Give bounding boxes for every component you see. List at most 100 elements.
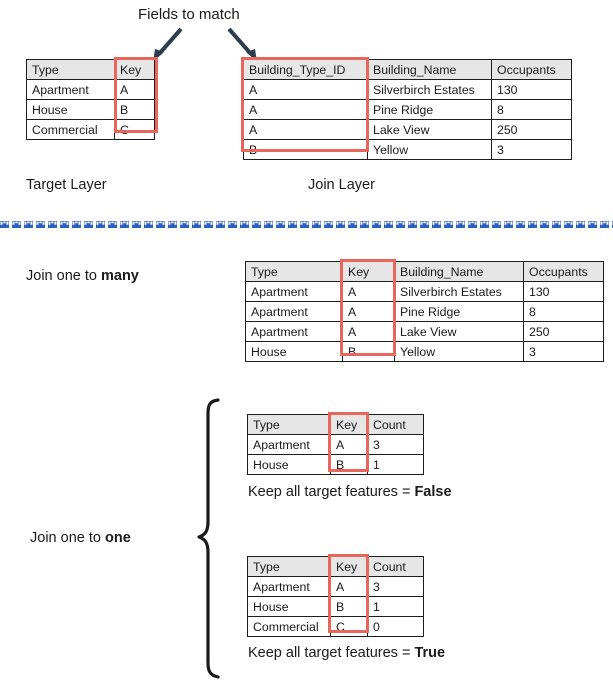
cell-key: A [114,79,155,100]
join-layer-table-wrap: Building_Type_ID Building_Name Occupants… [243,59,572,160]
cell-type: Commercial [26,119,115,140]
cell-building-name: Pine Ridge [367,99,492,120]
cell-key: B [342,341,395,362]
cell-building-type-id: A [243,119,368,140]
table-row: Apartment A Pine Ridge 8 [245,301,604,322]
table-row: Apartment A [26,79,155,100]
join-layer-caption: Join Layer [308,177,375,193]
column-header-building-type-id: Building_Type_ID [243,59,368,80]
column-header-type: Type [245,261,343,282]
one-to-many-table-wrap: Type Key Building_Name Occupants Apartme… [245,261,604,362]
table-row: Apartment A 3 [247,434,424,455]
cell-occupants: 130 [523,281,604,302]
section-divider [0,219,613,231]
keep-all-target-features-true-label: Keep all target features = True [248,645,445,662]
cell-key: C [330,616,368,637]
join-one-to-many-prefix: Join one to [26,268,101,284]
cell-building-type-id: B [243,139,368,160]
cell-key: A [330,576,368,597]
cell-type: Apartment [245,301,343,322]
table-row: House B 1 [247,596,424,617]
cell-building-name: Pine Ridge [394,301,524,322]
cell-occupants: 8 [491,99,572,120]
column-header-type: Type [247,414,331,435]
cell-occupants: 3 [491,139,572,160]
column-header-key: Key [330,414,368,435]
keep-all-target-features-false-label: Keep all target features = False [248,484,452,501]
column-header-occupants: Occupants [491,59,572,80]
target-layer-table-wrap: Type Key Apartment A House B Commercial … [26,59,155,140]
column-header-count: Count [367,414,424,435]
cell-building-type-id: A [243,99,368,120]
cell-occupants: 130 [491,79,572,100]
cell-occupants: 3 [523,341,604,362]
cell-type: Commercial [247,616,331,637]
one-to-one-false-table: Type Key Count Apartment A 3 House B 1 [247,414,424,475]
join-one-to-one-prefix: Join one to [30,530,105,546]
cell-count: 1 [367,454,424,475]
cell-count: 3 [367,434,424,455]
keep-false-prefix: Keep all target features = [248,484,415,500]
cell-type: Apartment [245,281,343,302]
cell-occupants: 8 [523,301,604,322]
one-to-one-true-table-wrap: Type Key Count Apartment A 3 House B 1 C… [247,556,424,637]
column-header-occupants: Occupants [523,261,604,282]
table-header-row: Building_Type_ID Building_Name Occupants [243,59,572,80]
keep-false-strong: False [414,484,452,500]
cell-key: B [330,454,368,475]
column-header-building-name: Building_Name [394,261,524,282]
cell-building-name: Yellow [394,341,524,362]
cell-key: A [342,321,395,342]
cell-count: 3 [367,576,424,597]
keep-true-strong: True [414,645,446,661]
cell-key: A [342,301,395,322]
cell-occupants: 250 [491,119,572,140]
cell-type: Apartment [245,321,343,342]
table-row: Apartment A 3 [247,576,424,597]
join-one-to-many-label: Join one to many [26,268,139,285]
fields-to-match-label: Fields to match [138,6,240,23]
column-header-count: Count [367,556,424,577]
column-header-key: Key [114,59,155,80]
table-row: House B [26,99,155,120]
table-row: A Silverbirch Estates 130 [243,79,572,100]
one-to-one-true-table: Type Key Count Apartment A 3 House B 1 C… [247,556,424,637]
cell-building-name: Lake View [394,321,524,342]
column-header-type: Type [247,556,331,577]
table-row: Commercial C 0 [247,616,424,637]
table-row: House B Yellow 3 [245,341,604,362]
cell-building-name: Silverbirch Estates [367,79,492,100]
join-layer-table: Building_Type_ID Building_Name Occupants… [243,59,572,160]
table-row: A Lake View 250 [243,119,572,140]
cell-type: Apartment [247,434,331,455]
cell-type: House [247,454,331,475]
cell-key: C [114,119,155,140]
target-layer-table: Type Key Apartment A House B Commercial … [26,59,155,140]
cell-key: B [114,99,155,120]
cell-count: 1 [367,596,424,617]
column-header-key: Key [342,261,395,282]
cell-type: House [245,341,343,362]
column-header-building-name: Building_Name [367,59,492,80]
cell-type: House [26,99,115,120]
cell-count: 0 [367,616,424,637]
join-one-to-one-label: Join one to one [30,530,131,547]
cell-occupants: 250 [523,321,604,342]
cell-building-name: Yellow [367,139,492,160]
column-header-key: Key [330,556,368,577]
cell-building-name: Silverbirch Estates [394,281,524,302]
table-row: Apartment A Silverbirch Estates 130 [245,281,604,302]
cell-key: A [342,281,395,302]
cell-key: A [330,434,368,455]
keep-true-prefix: Keep all target features = [248,645,415,661]
table-header-row: Type Key Count [247,414,424,435]
table-row: Commercial C [26,119,155,140]
join-one-to-many-strong: many [100,268,139,284]
join-one-to-one-brace [197,398,220,679]
column-header-type: Type [26,59,115,80]
cell-type: Apartment [26,79,115,100]
one-to-many-table: Type Key Building_Name Occupants Apartme… [245,261,604,362]
table-row: B Yellow 3 [243,139,572,160]
cell-type: Apartment [247,576,331,597]
cell-key: B [330,596,368,617]
